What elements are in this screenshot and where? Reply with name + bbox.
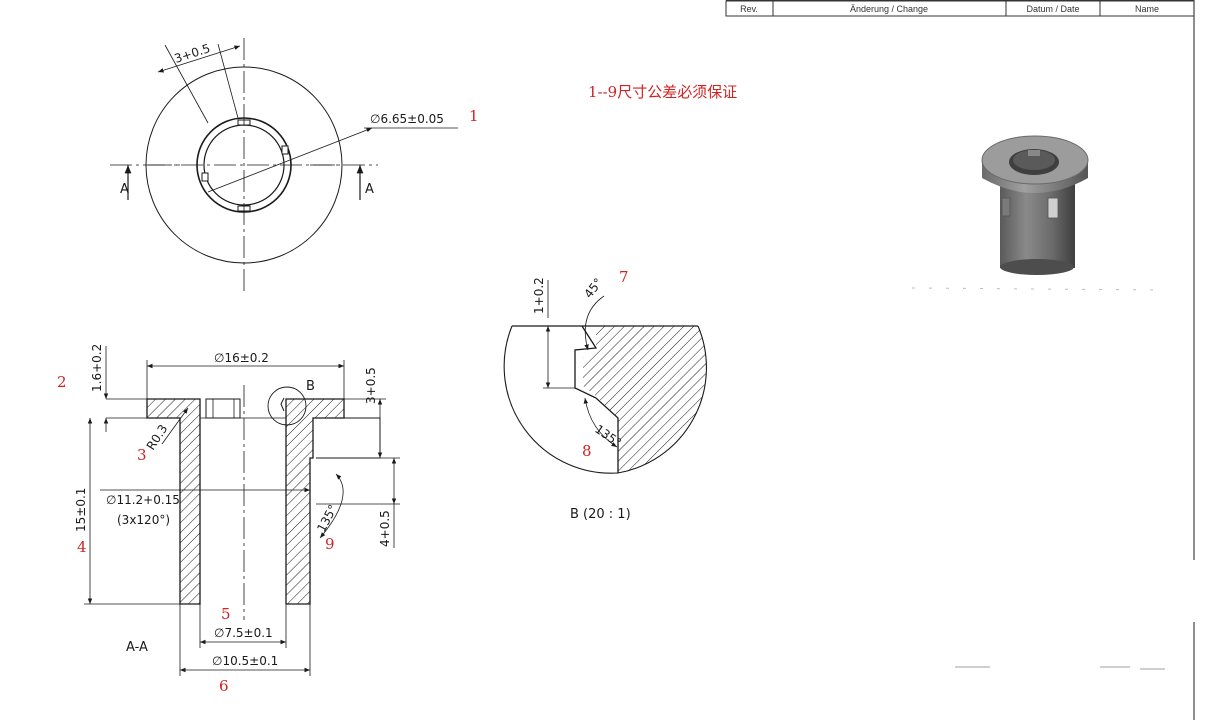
section-dimensions bbox=[84, 346, 400, 676]
chamfer-angle-dim: 45° bbox=[581, 275, 605, 300]
total-height-dim: 15±0.1 bbox=[74, 488, 88, 532]
detail-view bbox=[503, 280, 707, 474]
detail-ref-b: B bbox=[306, 379, 315, 394]
bore-diameter-dim: ∅6.65±0.05 bbox=[370, 112, 444, 126]
marker-8: 8 bbox=[582, 442, 592, 460]
rev-header: Rev. bbox=[740, 4, 758, 14]
inner-diameter-note: (3x120°) bbox=[117, 513, 170, 527]
detail-label: B (20 : 1) bbox=[570, 507, 631, 522]
inner-diameter-dim: ∅11.2+0.15 bbox=[106, 493, 180, 507]
marker-2: 2 bbox=[57, 373, 67, 391]
part-3d-render bbox=[981, 135, 1089, 275]
change-header: Änderung / Change bbox=[850, 4, 928, 14]
section-marker-right: A bbox=[365, 182, 374, 197]
marker-7: 7 bbox=[619, 268, 629, 286]
slot-depth-dim: 3+0.5 bbox=[364, 367, 378, 404]
section-label: A-A bbox=[126, 640, 148, 655]
marker-3: 3 bbox=[137, 446, 147, 464]
scan-remnants bbox=[955, 666, 1165, 670]
flange-diameter-dim: ∅16±0.2 bbox=[214, 351, 269, 365]
section-view bbox=[146, 386, 381, 605]
title-block: Rev. Änderung / Change Datum / Date Name bbox=[725, 0, 1195, 17]
marker-6: 6 bbox=[219, 677, 229, 695]
date-header: Datum / Date bbox=[1026, 4, 1079, 14]
marker-1: 1 bbox=[469, 107, 479, 125]
marker-4: 4 bbox=[77, 538, 87, 556]
tolerance-note: 1--9尺寸公差必须保证 bbox=[588, 83, 737, 101]
outer-diameter-dim: ∅10.5±0.1 bbox=[212, 654, 278, 668]
detail-height-dim: 1+0.2 bbox=[532, 277, 546, 314]
name-header: Name bbox=[1135, 4, 1159, 14]
flange-thickness-dim: 1.6+0.2 bbox=[90, 344, 104, 392]
red-markers: 1 2 3 4 5 6 7 8 9 bbox=[57, 107, 629, 695]
slot-width-dim: 3+0.5 bbox=[173, 41, 212, 66]
marker-9: 9 bbox=[325, 535, 335, 553]
section-marker-left: A bbox=[120, 182, 129, 197]
section-angle-dim: 135° bbox=[314, 502, 340, 534]
slot-height-dim: 4+0.5 bbox=[378, 510, 392, 547]
bore-diameter-7-5-dim: ∅7.5±0.1 bbox=[214, 626, 273, 640]
marker-5: 5 bbox=[221, 605, 231, 623]
top-view bbox=[110, 38, 458, 295]
